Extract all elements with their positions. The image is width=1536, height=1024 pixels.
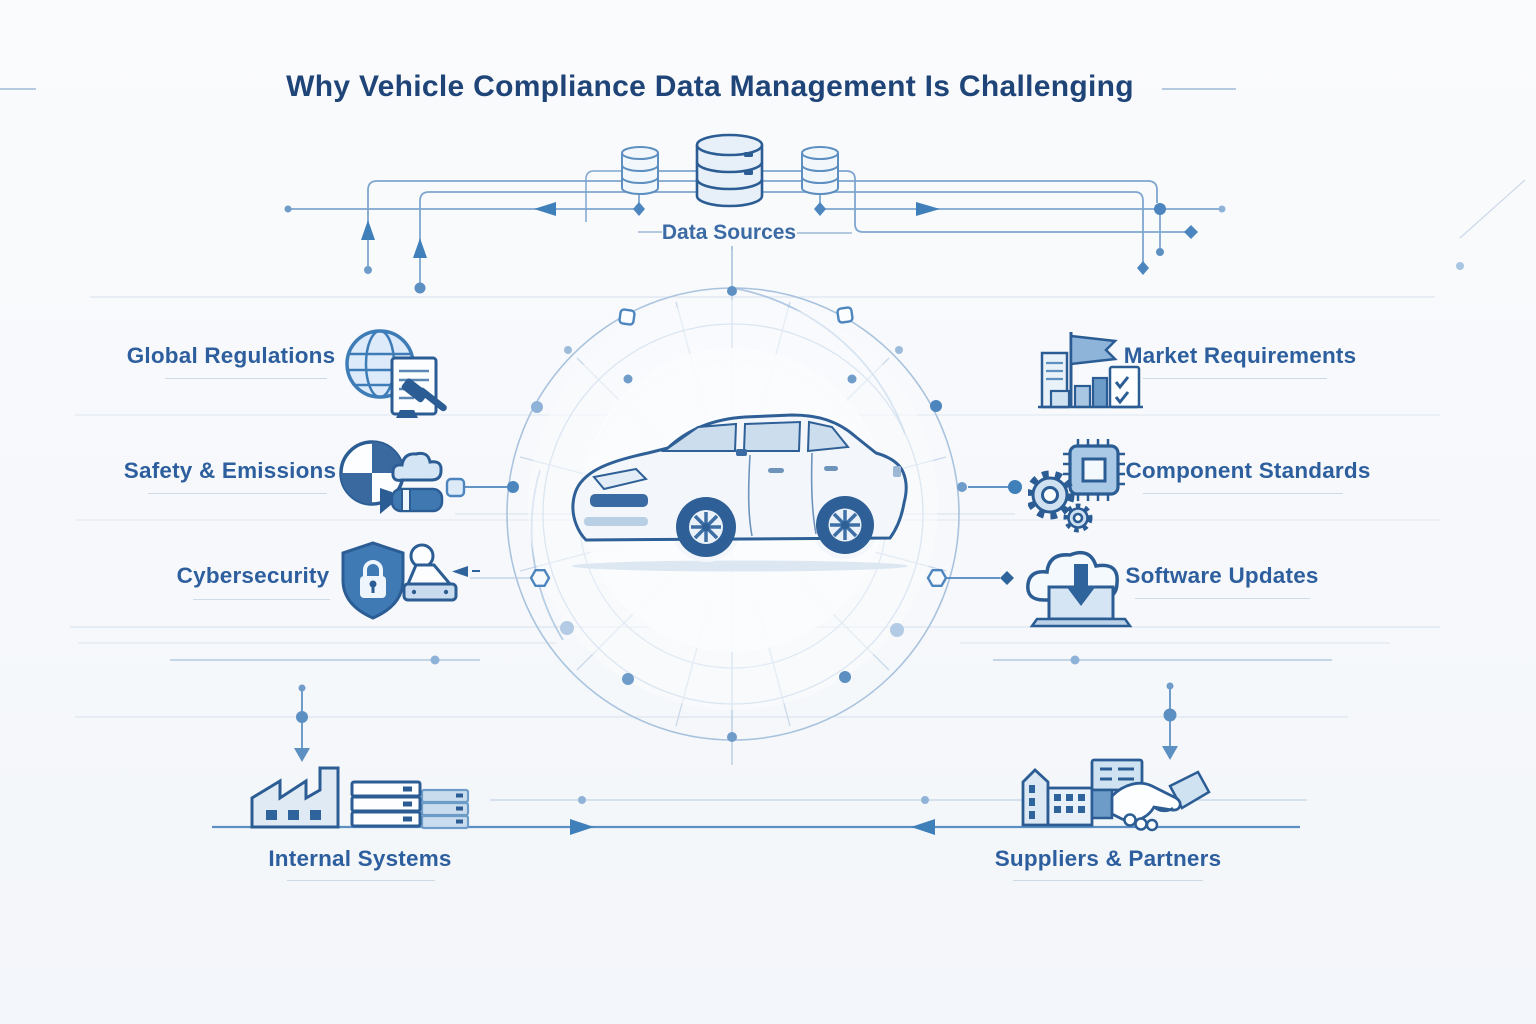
page-title: Why Vehicle Compliance Data Management I…	[286, 70, 1134, 103]
top-circuit-lines	[288, 170, 1526, 286]
ring-nodes	[507, 286, 967, 742]
gavel-icon	[396, 378, 447, 418]
buildings-handshake-icon	[1021, 758, 1211, 832]
label-software-updates: Software Updates	[1125, 563, 1319, 588]
label-component-standards: Component Standards	[1125, 458, 1371, 483]
underline-software-updates	[1135, 598, 1310, 599]
flag-barchart-checklist-icon	[1038, 332, 1143, 409]
label-market-requirements: Market Requirements	[1123, 343, 1357, 368]
car-sedan-icon	[571, 413, 908, 572]
underline-global-regulations	[165, 378, 327, 379]
car-shadow	[572, 560, 908, 572]
handshake-icon	[1090, 770, 1211, 832]
cpu-chip-icon	[1063, 439, 1125, 501]
approval-stamp-icon	[402, 543, 458, 602]
database-icon-right	[801, 146, 839, 195]
emissions-cloud-icon	[391, 451, 443, 482]
gear-small-icon	[1063, 503, 1093, 533]
exhaust-sensor-icon	[380, 487, 444, 514]
side-connectors	[445, 477, 1022, 585]
label-internal-systems: Internal Systems	[268, 846, 452, 871]
underline-suppliers-partners	[1013, 880, 1203, 881]
test-disc-emissions-cloud-icon	[339, 440, 444, 514]
bar-chart-icon	[1049, 376, 1109, 409]
database-icon-left	[621, 146, 659, 195]
globe-document-gavel-icon	[345, 329, 447, 418]
database-cluster	[621, 133, 852, 288]
hub-label: Data Sources	[661, 221, 797, 244]
underline-cybersecurity	[193, 599, 330, 600]
contract-card-icon	[1090, 758, 1144, 792]
underline-market-requirements	[1143, 378, 1327, 379]
database-icon-large	[695, 133, 764, 208]
cloud-download-laptop-icon	[1026, 550, 1133, 628]
download-arrow-icon	[1066, 564, 1096, 606]
car-rear-wheel	[816, 496, 874, 554]
label-global-regulations: Global Regulations	[126, 343, 336, 368]
server-rack-back-icon	[420, 788, 470, 830]
chip-gears-icon	[1028, 439, 1125, 533]
buildings-icon	[1021, 768, 1094, 827]
top-circuit-markers	[284, 202, 1464, 294]
shield-lock-stamp-icon	[341, 541, 458, 620]
label-cybersecurity: Cybersecurity	[176, 563, 330, 588]
label-suppliers-partners: Suppliers & Partners	[994, 846, 1222, 871]
underline-component-standards	[1143, 493, 1343, 494]
car-front-wheel	[676, 497, 736, 557]
factory-servers-icon	[250, 766, 470, 830]
flag-icon	[1069, 332, 1118, 407]
shield-lock-icon	[341, 541, 405, 620]
gear-large-icon	[1028, 470, 1075, 520]
server-rack-front-icon	[350, 780, 422, 828]
underline-safety-emissions	[148, 493, 327, 494]
title-rule-right	[1162, 88, 1236, 90]
checklist-icon	[1108, 365, 1141, 409]
factory-icon	[250, 766, 340, 829]
label-safety-emissions: Safety & Emissions	[123, 458, 337, 483]
title-rule-left	[0, 88, 36, 90]
underline-internal-systems	[287, 880, 435, 881]
